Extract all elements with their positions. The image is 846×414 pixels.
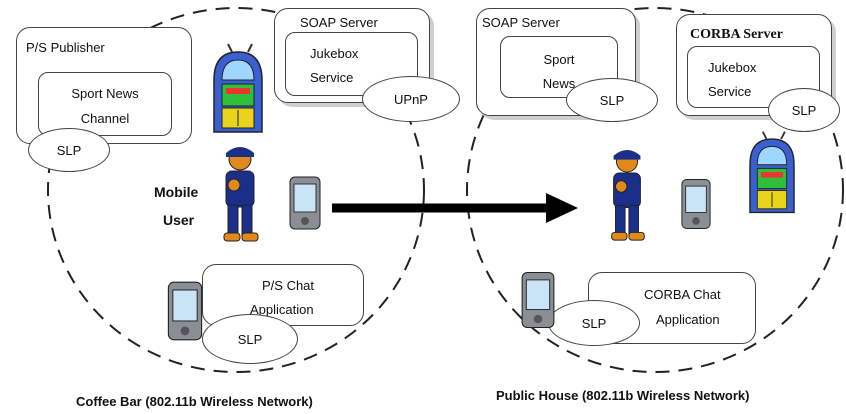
corba-server-title: CORBA Server: [690, 27, 783, 42]
pda-icon: [167, 281, 203, 341]
public-house-boundary: [466, 7, 844, 373]
corba-slp-badge: SLP: [768, 88, 840, 132]
sport-news-channel-box: [38, 72, 172, 136]
chat-slp-badge-right: SLP: [548, 300, 640, 346]
publisher-slp-badge: SLP: [28, 128, 110, 172]
ps-chat-label-2: Application: [250, 302, 314, 317]
upnp-badge: UPnP: [362, 76, 460, 122]
pda-icon: [521, 271, 555, 329]
sport-news-channel-label-2: Channel: [80, 111, 130, 126]
jukebox-service-label-left-1: Jukebox: [310, 46, 359, 61]
soap-server-title-left: SOAP Server: [300, 15, 378, 30]
ps-chat-label-1: P/S Chat: [262, 278, 315, 293]
corba-chat-label-2: Application: [656, 312, 720, 327]
migration-arrow: [332, 193, 578, 223]
soap-server-title-right: SOAP Server: [482, 15, 560, 30]
coffee-bar-boundary: [47, 7, 425, 373]
jukebox-service-label-right-2: Service: [708, 84, 752, 99]
person-icon: [223, 147, 259, 242]
jukebox-service-label-left-2: Service: [310, 70, 354, 85]
sport-news-channel-label-1: Sport News: [71, 86, 139, 101]
mobile-user-label-2: User: [163, 212, 195, 228]
sport-news-service-label-1: Sport: [543, 52, 575, 67]
chat-slp-badge-left: SLP: [202, 314, 298, 364]
jukebox-icon: [749, 131, 795, 214]
public-house-caption: Public House (802.11b Wireless Network): [496, 388, 750, 403]
mobile-user-label-1: Mobile: [154, 184, 199, 200]
pda-icon: [681, 179, 711, 229]
person-icon: [611, 150, 645, 241]
coffee-bar-caption: Coffee Bar (802.11b Wireless Network): [76, 394, 313, 409]
jukebox-service-label-right-1: Jukebox: [708, 60, 757, 75]
corba-chat-label-1: CORBA Chat: [644, 287, 721, 302]
ps-publisher-title: P/S Publisher: [26, 40, 105, 55]
pda-icon: [289, 176, 321, 230]
jukebox-icon: [213, 43, 263, 133]
soap-slp-badge-right: SLP: [566, 78, 658, 122]
sport-news-service-label-2: News: [542, 76, 576, 91]
